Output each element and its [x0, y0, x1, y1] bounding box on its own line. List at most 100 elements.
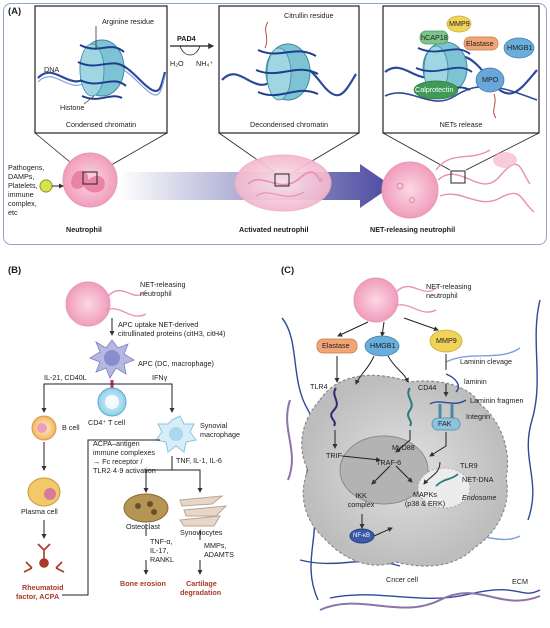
- b-cell-label: B cell: [62, 423, 80, 432]
- il21-label: IL-21, CD40L: [44, 373, 87, 382]
- neutrophil-label: Neutrophil: [66, 225, 102, 234]
- calprotectin-blob: [413, 80, 459, 100]
- rheumatoid-factor-antibodies: [23, 543, 65, 573]
- histone-2: [255, 43, 319, 101]
- apc-uptake-2: citrullinated proteins (citH3, citH4): [118, 329, 226, 338]
- traf6-label: TRAF-6: [376, 458, 402, 467]
- synovial-2: macrophage: [200, 430, 240, 439]
- cartilage-1: Cartilage: [186, 579, 217, 588]
- b-net-neutrophil-2: neutrophil: [140, 289, 172, 298]
- acpa-1: ACPA–antigen: [93, 439, 140, 448]
- apc-label: APC (DC, macrophage): [138, 359, 214, 368]
- h2o-label: H₂O: [170, 59, 184, 68]
- protein-hmgb1: HMGB1: [507, 43, 533, 52]
- pathogen-dot: [39, 179, 53, 193]
- synovial-macrophage: [155, 415, 197, 453]
- mapks-2: (p38 & ERK): [404, 499, 446, 508]
- protein-mpo: MPO: [482, 75, 499, 84]
- acpa-4: TLR2·4·9 activation: [93, 466, 156, 475]
- tlr4-label: TLR4: [310, 382, 328, 391]
- c-net-neutrophil-2: neutrophil: [426, 291, 458, 300]
- net-dna-label: NET-DNA: [462, 475, 494, 484]
- protein-elastase: Elastase: [466, 39, 494, 48]
- endosome-label: Endosome: [462, 493, 497, 502]
- trigger-text: Platelets,: [8, 181, 38, 190]
- mmps-2: ADAMTS: [204, 550, 234, 559]
- collagen-fibres: [286, 399, 541, 611]
- cancer-cell-label: Cncer cell: [386, 575, 418, 584]
- pad4-label: PAD4: [177, 34, 196, 43]
- mmps-1: MMPs,: [204, 541, 227, 550]
- synoviocytes-label: Synoviocytes: [180, 528, 223, 537]
- tlr4-receptor: [330, 387, 338, 427]
- protein-mmp9: MMP9: [449, 19, 470, 28]
- panel-b-label: (B): [8, 265, 22, 276]
- trif-label: TRIF: [326, 451, 342, 460]
- cd44-receptor: [407, 387, 413, 427]
- neutrophil-cell: [62, 152, 118, 208]
- tnf-label: TNF, IL-1, IL-6: [176, 456, 222, 465]
- mpo-blob: [475, 67, 505, 93]
- panel-a-label: (A): [8, 6, 22, 17]
- rf-2: factor, ACPA: [16, 592, 60, 601]
- hcap18-blob: [419, 30, 449, 45]
- trigger-text: Pathogens,: [8, 163, 45, 172]
- osteoclast-label: Osteoclast: [126, 522, 160, 531]
- c-hmgb1-blob: [364, 335, 400, 357]
- trigger-text: DAMPs,: [8, 172, 35, 181]
- nucleus: [339, 435, 429, 505]
- dna-label: DNA: [44, 65, 60, 74]
- tlr9-label: TLR9: [460, 461, 478, 470]
- net-releasing-neutrophil-label: NET-releasing neutrophil: [370, 225, 456, 234]
- apc-uptake-1: APC uptake NET-derived: [118, 320, 199, 329]
- trigger-text: complex,: [8, 199, 37, 208]
- nh4-label: NH₄⁺: [196, 59, 214, 68]
- elastase-blob: [463, 36, 499, 51]
- tnf-a-1: TNF-α,: [150, 537, 173, 546]
- arginine-label: Arginine residue: [102, 17, 154, 26]
- laminin-label: laminin: [464, 377, 487, 386]
- protein-calprotectin: Calprotectin: [415, 85, 454, 94]
- panel-c-label: (C): [281, 265, 295, 276]
- integrin-label: Integrin: [466, 412, 490, 421]
- hmgb1-blob: [503, 37, 535, 59]
- cartilage-2: degradation: [180, 588, 222, 597]
- tnf-a-3: RANKL: [150, 555, 174, 564]
- bone-erosion-label: Bone erosion: [120, 579, 166, 588]
- c-mmp9-blob: [429, 329, 463, 353]
- plasma-label: Plasma cell: [21, 507, 58, 516]
- synoviocytes: [179, 495, 228, 527]
- acpa-2: immune complexes: [93, 448, 155, 457]
- apc-cell: [89, 339, 135, 379]
- mmp9-blob: [446, 15, 472, 33]
- ikk-1: IKK: [355, 491, 367, 500]
- activated-neutrophil-cell: [234, 154, 332, 212]
- c-elastase-blob: [316, 338, 358, 354]
- histone-label: Histone: [60, 103, 85, 112]
- histone-1: [77, 39, 127, 100]
- trigger-text: etc: [8, 208, 18, 217]
- ecm-label: ECM: [512, 577, 528, 586]
- endosome: [417, 467, 471, 509]
- c-net-neutrophil-1: NET-releasing: [426, 282, 472, 291]
- mapks-1: MAPKs: [413, 490, 437, 499]
- laminin-clevage-label: Laminin clevage: [460, 357, 512, 366]
- integrin-receptor: [431, 404, 461, 431]
- c-mmp9-label: MMP9: [436, 336, 457, 345]
- activated-neutrophil-label: Activated neutrophil: [239, 225, 309, 234]
- citrullin-label: Citrullin residue: [284, 11, 334, 20]
- rf-1: Rheumatoid: [22, 583, 64, 592]
- osteoclast: [123, 493, 169, 523]
- nfkb-label: NF-κB: [353, 533, 370, 539]
- laminin-fragmen-label: Laminin fragmen: [470, 396, 524, 405]
- cd4-label: CD4⁺ T cell: [88, 418, 126, 427]
- condensed-label: Condensed chromatin: [65, 120, 137, 129]
- synovial-1: Synovial: [200, 421, 228, 430]
- c-hmgb1-label: HMGB1: [370, 341, 396, 350]
- b-net-neutrophil-1: NET-releasing: [140, 280, 186, 289]
- myd88-label: MyD88: [392, 443, 415, 452]
- decondensed-label: Decondensed chromatin: [250, 120, 328, 129]
- nets-release-label: NETs release: [439, 120, 483, 129]
